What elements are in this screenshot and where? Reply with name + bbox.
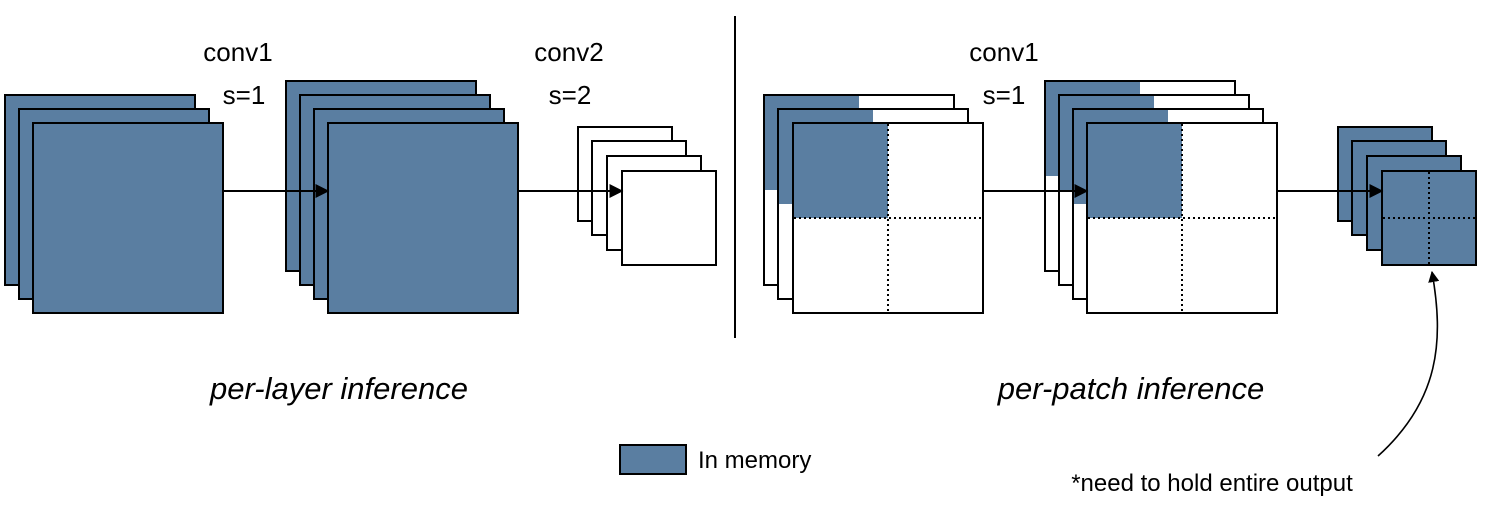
feature-map-layer bbox=[327, 122, 519, 314]
annotation-arrow bbox=[1377, 270, 1440, 457]
left-conv2-stride: s=2 bbox=[549, 80, 592, 110]
legend-swatch bbox=[619, 444, 687, 475]
feature-map-layer bbox=[1381, 170, 1477, 266]
per-patch-caption: per-patch inference bbox=[997, 371, 1265, 406]
left-conv1-label: conv1 bbox=[203, 37, 272, 67]
legend-label: In memory bbox=[698, 447, 811, 474]
conv2-output-stack bbox=[577, 126, 717, 266]
legend: In memory bbox=[619, 444, 811, 475]
patch-conv2-output-stack bbox=[1337, 126, 1477, 266]
annotation-note: *need to hold entire output bbox=[1071, 470, 1353, 497]
patch-input-stack bbox=[763, 94, 984, 314]
right-conv1-stride: s=1 bbox=[983, 80, 1026, 110]
input-feature-stack bbox=[4, 94, 224, 314]
patch-conv1-output-stack bbox=[1044, 80, 1278, 314]
conv1-output-stack bbox=[285, 80, 519, 314]
right-conv1-label: conv1 bbox=[969, 37, 1038, 67]
per-layer-caption: per-layer inference bbox=[209, 371, 468, 406]
left-conv2-label: conv2 bbox=[534, 37, 603, 67]
feature-map-layer bbox=[32, 122, 224, 314]
feature-map-layer bbox=[1086, 122, 1278, 314]
per-patch-section: conv1 s=1 per-patch inference *need to h… bbox=[763, 37, 1477, 497]
feature-map-layer bbox=[621, 170, 717, 266]
feature-map-layer bbox=[792, 122, 984, 314]
left-conv1-stride: s=1 bbox=[223, 80, 266, 110]
per-layer-section: conv1 s=1 conv2 s=2 per-layer inference bbox=[4, 37, 717, 406]
